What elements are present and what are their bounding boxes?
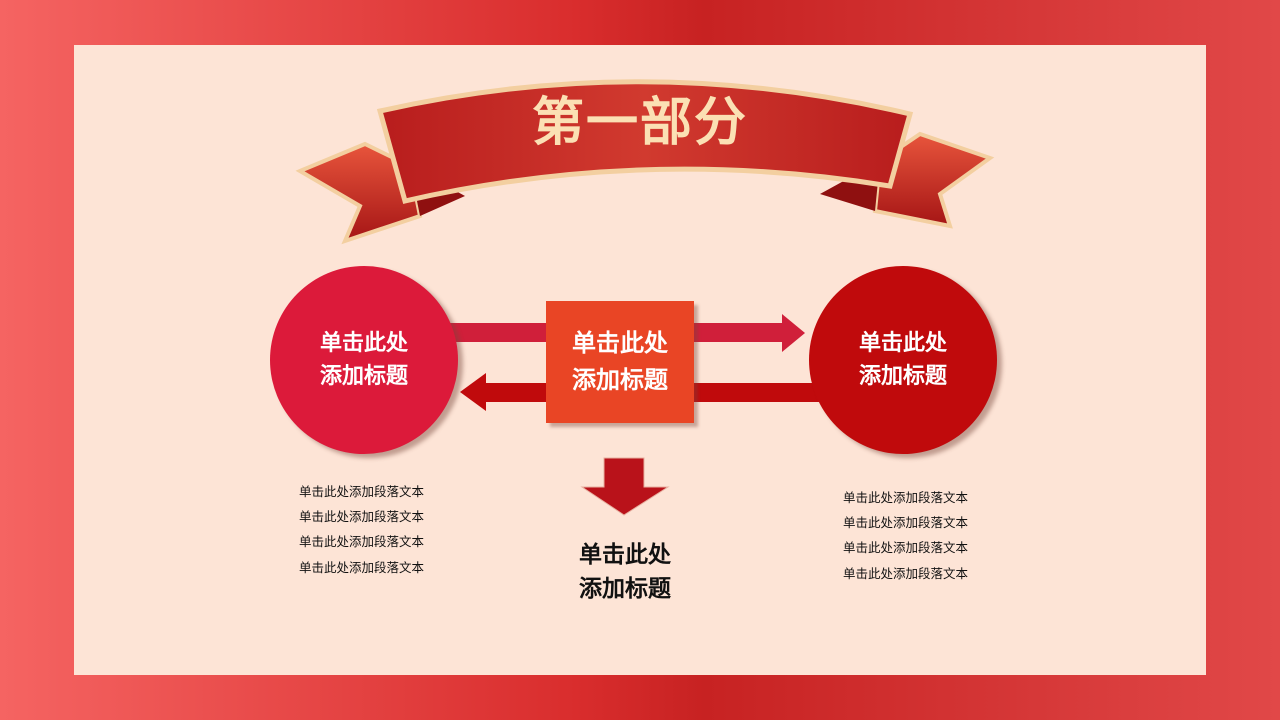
left-circle-title: 单击此处 添加标题: [320, 327, 408, 393]
bottom-title-line2: 添加标题: [579, 576, 671, 602]
left-circle-node[interactable]: 单击此处 添加标题: [270, 266, 458, 454]
center-box-title-line1: 单击此处: [572, 329, 668, 357]
ribbon-banner: [295, 79, 995, 245]
bottom-title[interactable]: 单击此处 添加标题: [540, 538, 710, 606]
right-circle-title-line1: 单击此处: [858, 331, 947, 356]
right-paragraph[interactable]: 单击此处添加段落文本单击此处添加段落文本单击此处添加段落文本单击此处添加段落文本: [843, 490, 969, 581]
right-circle-node[interactable]: 单击此处 添加标题: [809, 266, 997, 454]
center-box-node[interactable]: 单击此处 添加标题: [546, 301, 694, 423]
right-circle-title-line2: 添加标题: [858, 364, 947, 389]
arrow-down-icon: [580, 457, 670, 516]
center-box-title-line2: 添加标题: [572, 366, 668, 394]
left-circle-title-line1: 单击此处: [319, 331, 408, 356]
left-circle-title-line2: 添加标题: [319, 364, 408, 389]
left-paragraph[interactable]: 单击此处添加段落文本单击此处添加段落文本单击此处添加段落文本单击此处添加段落文本: [299, 484, 425, 575]
section-title[interactable]: 第一部分: [531, 93, 748, 153]
bottom-title-line1: 单击此处: [579, 542, 671, 568]
center-box-title: 单击此处 添加标题: [572, 325, 668, 399]
right-circle-title: 单击此处 添加标题: [859, 327, 947, 393]
